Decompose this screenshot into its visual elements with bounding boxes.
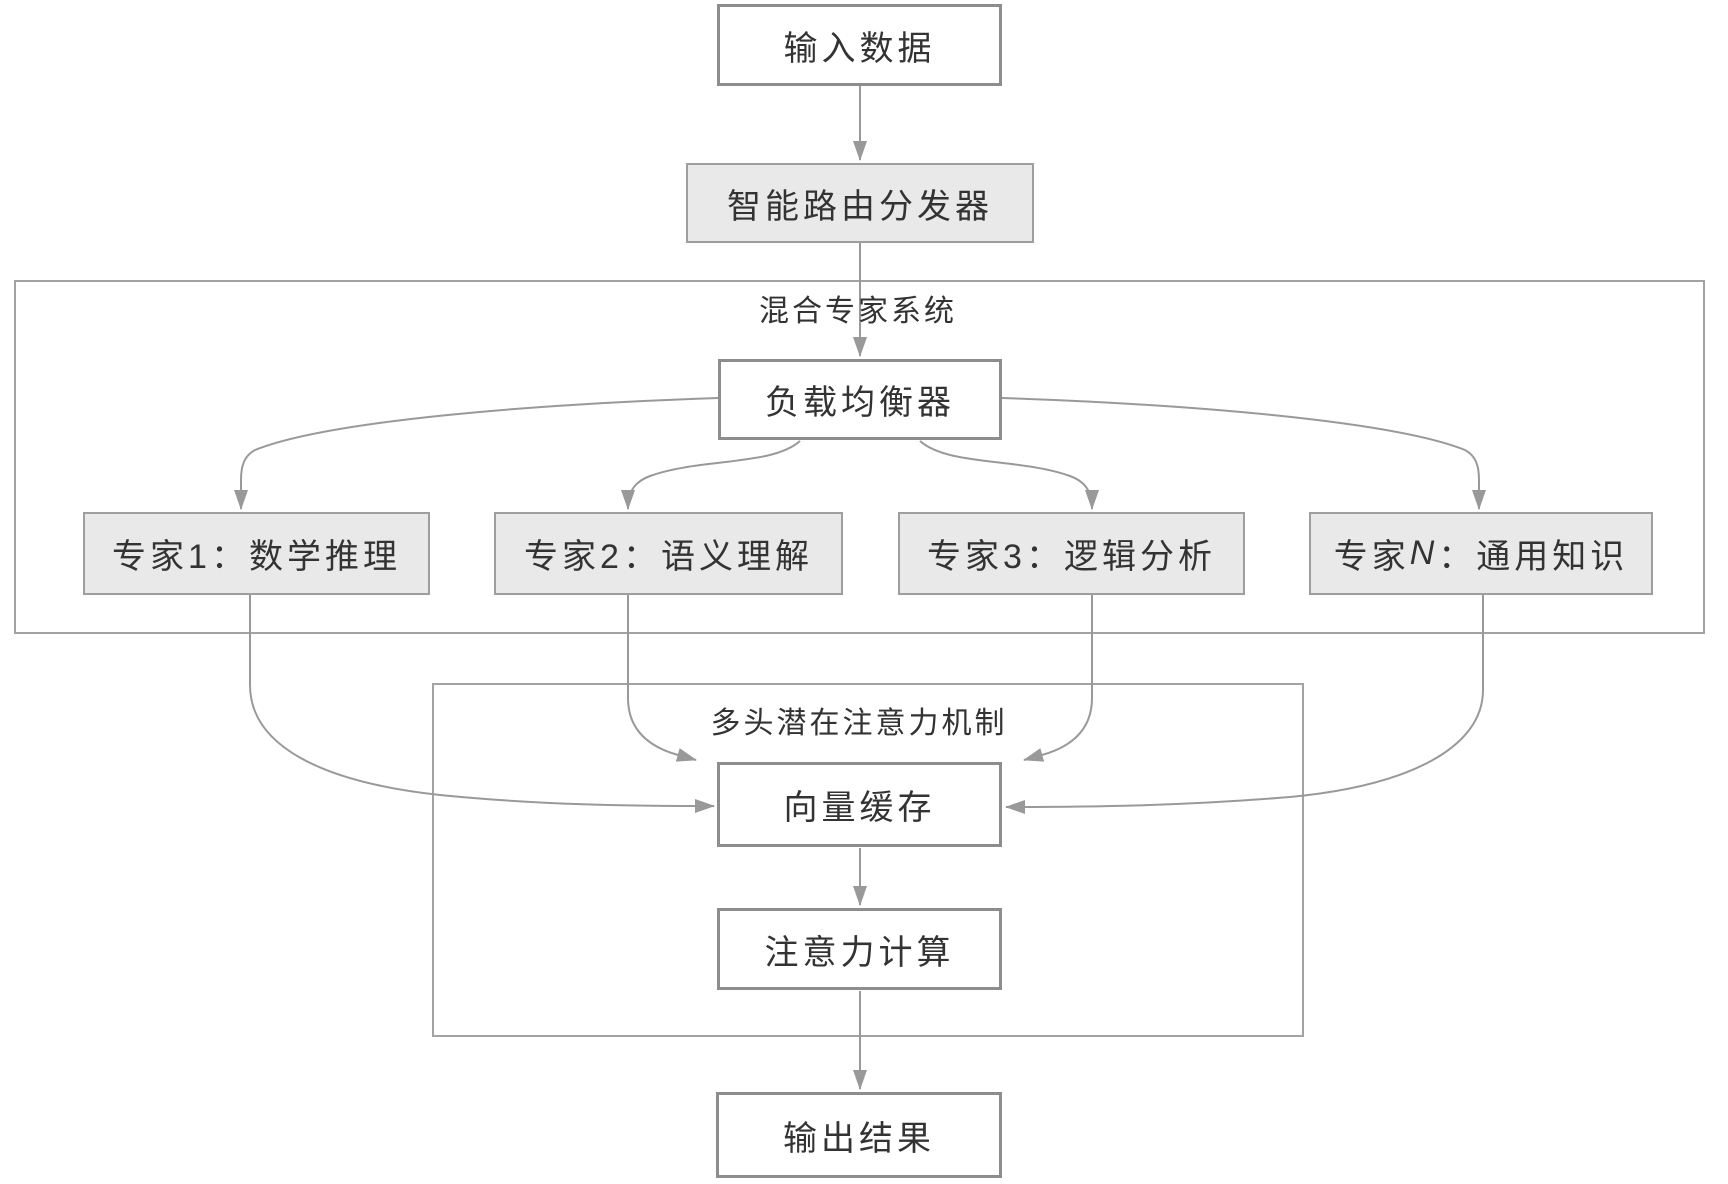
node-expert-1: 专家1：数学推理 — [83, 512, 430, 595]
node-vector-cache: 向量缓存 — [717, 762, 1002, 847]
node-vector-cache-label: 向量缓存 — [783, 789, 936, 827]
node-attention-compute: 注意力计算 — [717, 908, 1002, 990]
arrow-expertN-to-cache — [1005, 595, 1484, 814]
node-expert-n-label-suffix: ：通用知识 — [1438, 538, 1629, 576]
node-output-result: 输出结果 — [716, 1092, 1002, 1178]
node-smart-router-label: 智能路由分发器 — [727, 187, 993, 226]
arrow-expert2-to-cache — [627, 595, 697, 762]
arrow-balancer-to-expert2 — [621, 440, 801, 510]
arrow-expert1-to-cache — [249, 595, 715, 813]
arrow-balancer-to-expert3 — [919, 440, 1099, 510]
node-load-balancer-label: 负载均衡器 — [765, 384, 955, 422]
node-expert-2: 专家2：语义理解 — [494, 512, 843, 595]
node-smart-router: 智能路由分发器 — [686, 163, 1034, 243]
node-expert-n-label-prefix: 专家 — [1333, 538, 1410, 576]
node-input-data-label: 输入数据 — [783, 29, 936, 68]
node-expert-2-label: 专家2：语义理解 — [524, 538, 813, 576]
mla-container-label: 多头潜在注意力机制 — [710, 707, 1008, 740]
arrow-expert3-to-cache — [1023, 595, 1093, 762]
node-expert-1-label: 专家1：数学推理 — [112, 538, 401, 576]
mla-container-box — [432, 683, 1304, 1037]
node-output-result-label: 输出结果 — [783, 1119, 935, 1158]
arrow-balancer-to-expertN — [1001, 397, 1486, 510]
node-expert-n-label-var: N — [1409, 534, 1439, 572]
node-attention-compute-label: 注意力计算 — [764, 933, 955, 972]
node-input-data: 输入数据 — [717, 4, 1002, 86]
node-load-balancer: 负载均衡器 — [718, 359, 1002, 440]
node-expert-3-label: 专家3：逻辑分析 — [927, 538, 1216, 576]
arrow-balancer-to-expert1 — [234, 397, 719, 510]
node-expert-3: 专家3：逻辑分析 — [898, 512, 1245, 595]
moe-container-label: 混合专家系统 — [759, 295, 957, 328]
